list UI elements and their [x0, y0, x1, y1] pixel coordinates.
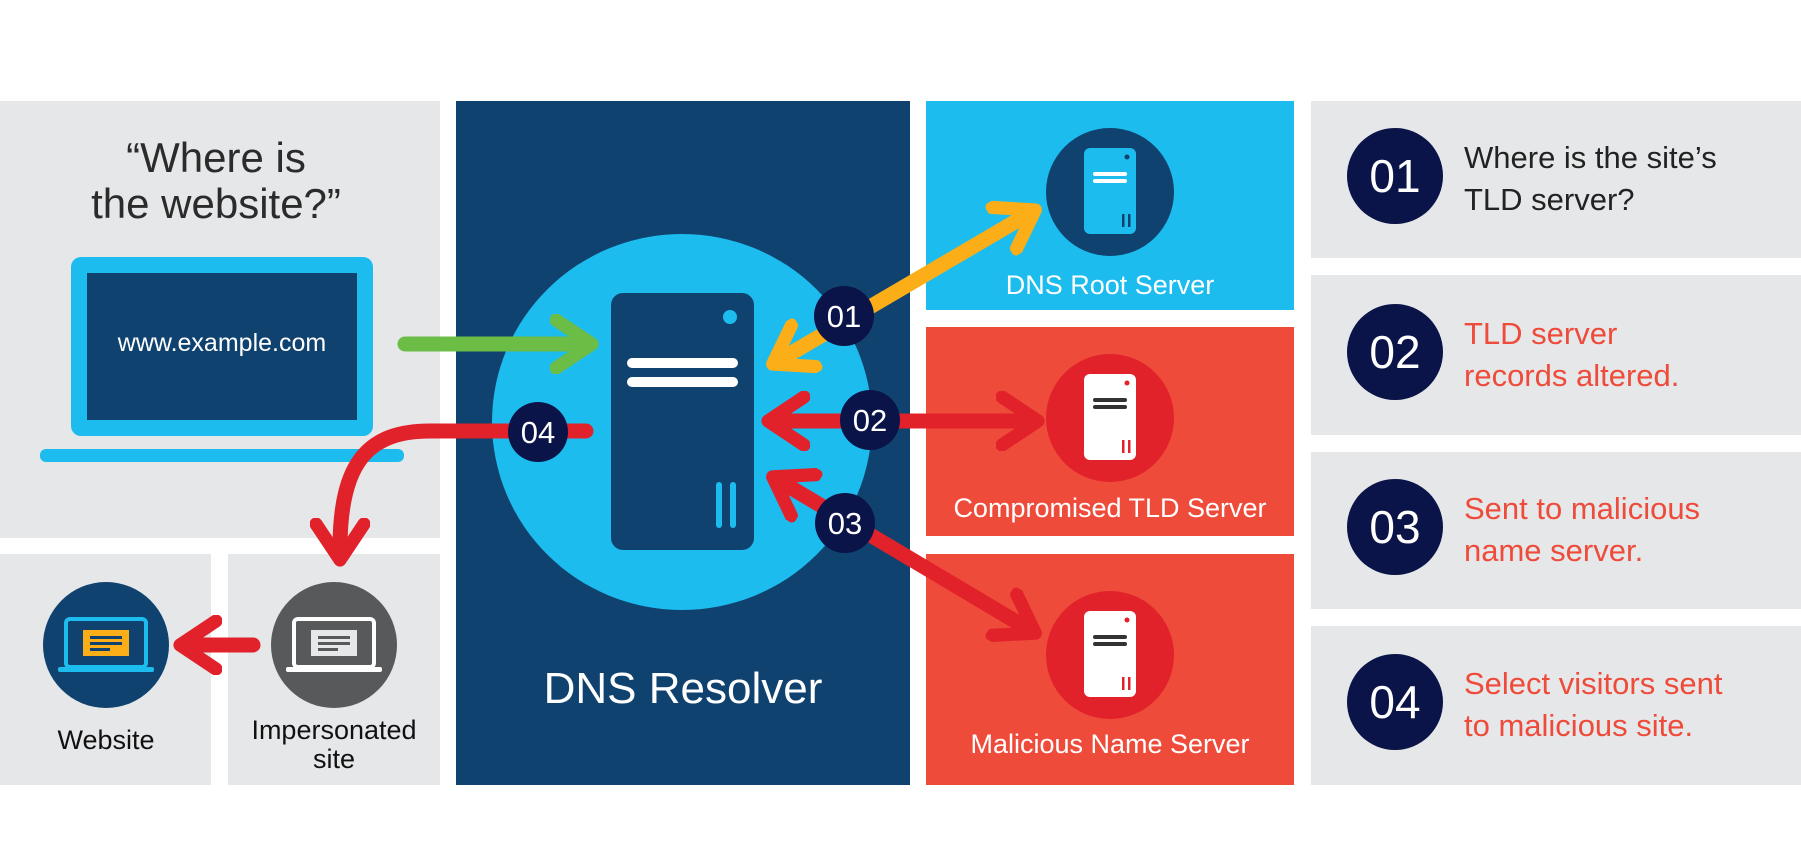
badge-01: 01 [814, 286, 874, 346]
svg-text:04: 04 [521, 415, 555, 450]
step-number: 03 [1369, 501, 1420, 553]
website-icon [43, 582, 169, 708]
website-label: Website [57, 725, 154, 755]
step-02: 02 TLD server records altered. [1311, 275, 1801, 435]
badge-04: 04 [508, 402, 568, 462]
resolver-server-icon [611, 293, 754, 550]
url-text: www.example.com [117, 329, 326, 357]
step-text-line-2: name server. [1464, 533, 1643, 568]
step-number: 01 [1369, 150, 1420, 202]
step-text-line-2: TLD server? [1464, 182, 1635, 217]
impersonated-site-icon [271, 582, 397, 708]
root-server-label: DNS Root Server [1006, 270, 1215, 300]
question-line-2: the website?” [91, 180, 341, 227]
question-line-1: “Where is [126, 134, 306, 181]
malicious-server-icon [1046, 591, 1174, 719]
step-text-line-1: Where is the site’s [1464, 140, 1717, 175]
step-number: 04 [1369, 676, 1420, 728]
svg-text:03: 03 [828, 506, 862, 541]
tld-server-icon [1046, 354, 1174, 482]
step-text-line-2: records altered. [1464, 358, 1679, 393]
step-text-line-1: Select visitors sent [1464, 666, 1723, 701]
svg-text:02: 02 [853, 403, 887, 438]
step-text-line-1: TLD server [1464, 316, 1617, 351]
step-text-line-2: to malicious site. [1464, 708, 1693, 743]
impersonated-label-line-1: Impersonated [251, 715, 416, 745]
badge-02: 02 [840, 390, 900, 450]
step-03: 03 Sent to malicious name server. [1311, 452, 1801, 609]
redirect-arrow [340, 423, 594, 548]
step-text-line-1: Sent to malicious [1464, 491, 1700, 526]
root-server-icon [1046, 128, 1174, 256]
svg-text:01: 01 [827, 299, 861, 334]
step-01: 01 Where is the site’s TLD server? [1311, 101, 1801, 258]
resolver-label: DNS Resolver [544, 664, 823, 713]
laptop-icon [40, 257, 404, 462]
step-number: 02 [1369, 326, 1420, 378]
badge-03: 03 [815, 493, 875, 553]
malicious-server-label: Malicious Name Server [970, 729, 1249, 759]
tld-server-label: Compromised TLD Server [953, 493, 1266, 523]
impersonated-label-line-2: site [313, 744, 355, 774]
step-04: 04 Select visitors sent to malicious sit… [1311, 626, 1801, 785]
